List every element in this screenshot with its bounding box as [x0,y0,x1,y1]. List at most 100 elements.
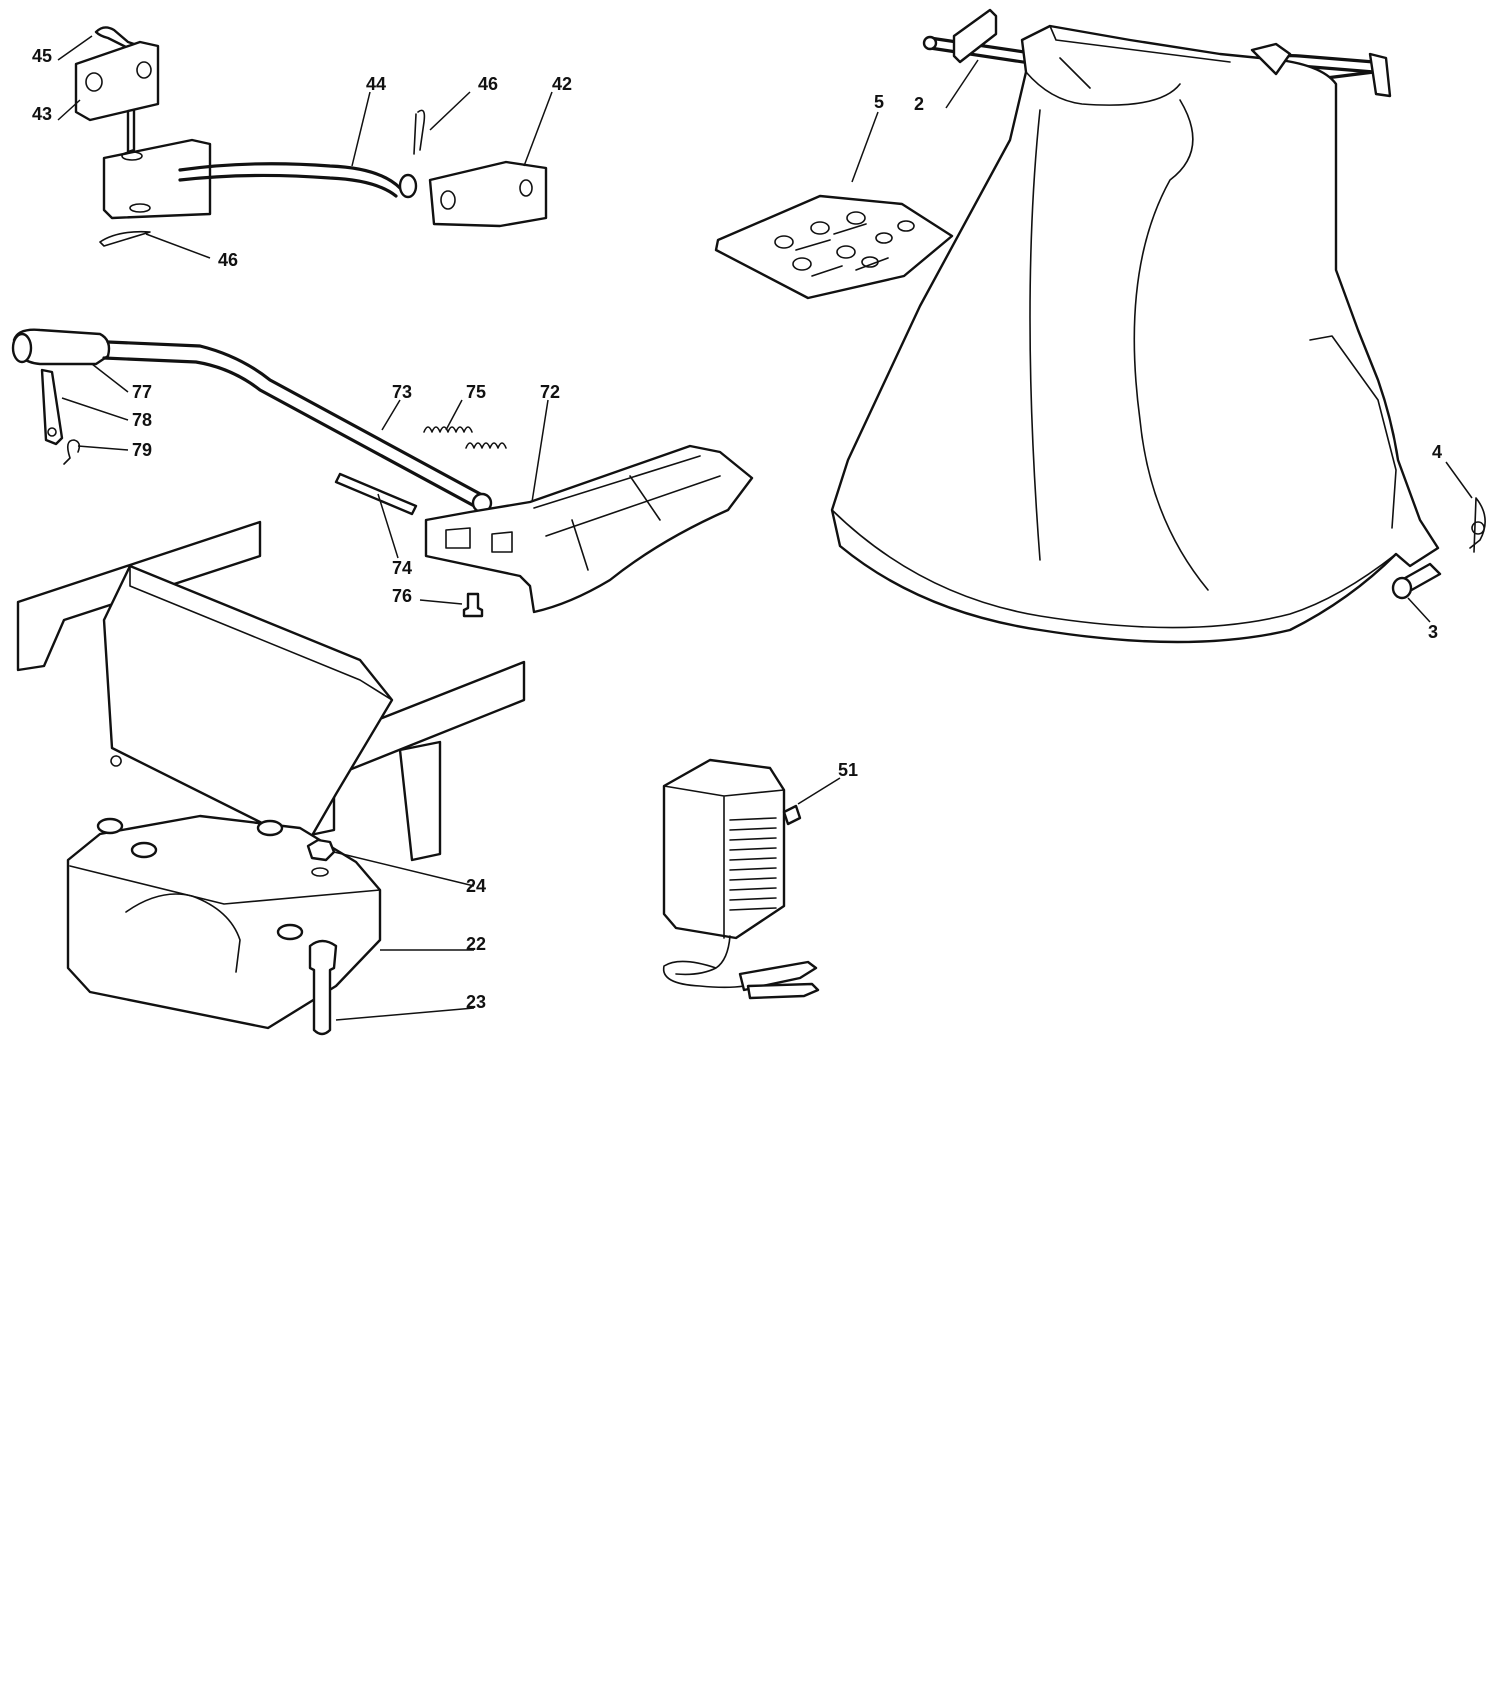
charger-vents [729,817,777,911]
grip-end-cap [11,332,33,364]
lever-assembly [11,328,754,618]
frame-rail-rear [16,520,262,672]
bag-washer [875,232,893,244]
callout-5: 5 [874,92,884,112]
plate-hole [85,72,103,92]
weight-boss [276,923,304,941]
callout-73: 73 [392,382,412,402]
battery-clamp [738,960,818,992]
callout-75: 75 [466,382,486,402]
callout-44: 44 [366,74,386,94]
weight-boss [96,817,124,835]
rod-washer [398,173,418,199]
catcher-bag-seam [1133,99,1209,591]
callout-45: 45 [32,46,52,66]
bracket-hole [129,203,151,213]
bag-bolt [836,245,856,259]
hitch-rod-edge [178,173,398,198]
cotter-pin-top [413,109,426,155]
frame-hole [110,755,122,767]
pivot-pin-head [1391,576,1413,600]
weight-top-edge [69,865,381,905]
catcher-rim [831,509,1397,629]
leader-42 [523,91,553,167]
weight-boss [256,819,284,837]
callout-79: 79 [132,440,152,460]
callout-76: 76 [392,586,412,606]
catcher-top-seam [1049,25,1231,89]
link-hole [47,427,57,437]
catcher-top-mount [1250,42,1292,76]
leader-79 [77,445,129,451]
callout-4: 4 [1432,442,1442,462]
bag-contents [774,211,915,277]
battery-charger [662,758,820,1000]
leader-73 [381,399,401,431]
grass-catcher [830,8,1486,644]
housing-screw [462,592,484,618]
hitch-rod [178,162,402,190]
mount-plate [74,40,160,122]
callout-46-lower: 46 [218,250,238,270]
spring-clip [63,439,81,465]
frame-support [398,740,442,862]
lever-rod [106,340,486,498]
callout-3: 3 [1428,622,1438,642]
bag-bolt [774,235,794,249]
leader-46b [145,233,211,259]
bag-screw [795,223,889,277]
callout-46-upper: 46 [478,74,498,94]
leader-5 [851,111,879,183]
charger-plug [782,804,802,826]
plate-hole [136,61,152,79]
leader-24 [333,851,475,887]
callout-74: 74 [392,558,412,578]
frame-bracket [952,8,998,64]
frame-plate [102,564,394,848]
charger-front-edge [663,785,785,939]
pivot-pin [334,472,418,516]
r-clip [1469,497,1486,553]
housing-inner-edge [533,455,721,571]
callouts: 45 4 3 44 46 42 46 77 78 79 73 75 72 74 7… [32,46,1442,1012]
callout-42: 42 [552,74,572,94]
bag-washer [897,220,915,232]
housing-slot [445,527,513,553]
leader-77 [91,363,129,393]
leader-75 [445,399,463,431]
callout-51: 51 [838,760,858,780]
parts-bag [714,194,954,300]
callout-22: 22 [466,934,486,954]
hitch-pin [94,26,136,154]
tow-bracket-hole [519,179,533,197]
nut-washer [311,867,329,877]
leader-76 [419,599,463,605]
leader-43 [57,99,81,121]
callout-23: 23 [466,992,486,1012]
weight-boss [130,841,158,859]
hitch-assembly [74,26,548,247]
leader-51 [797,777,841,805]
bag-bolt [846,211,866,225]
leader-72 [531,399,549,503]
catcher-panel [1309,335,1397,529]
bag-bolt [792,257,812,271]
callout-77: 77 [132,382,152,402]
counterweight [66,814,382,1030]
catcher-bag-seam [1025,71,1181,106]
leader-44 [351,91,371,167]
callout-78: 78 [132,410,152,430]
frame-handle [1368,52,1392,98]
callout-2: 2 [914,94,924,114]
frame-and-weight [16,520,526,1036]
tow-bracket-hole [440,190,456,210]
hardware-bag [714,194,954,300]
frame-plate-edge [129,565,393,701]
leader-23 [335,1007,475,1021]
leader-3 [1407,597,1431,623]
leader-lines [57,35,1473,1021]
bag-bolt [810,221,830,235]
callout-72: 72 [540,382,560,402]
leader-45 [57,35,93,61]
